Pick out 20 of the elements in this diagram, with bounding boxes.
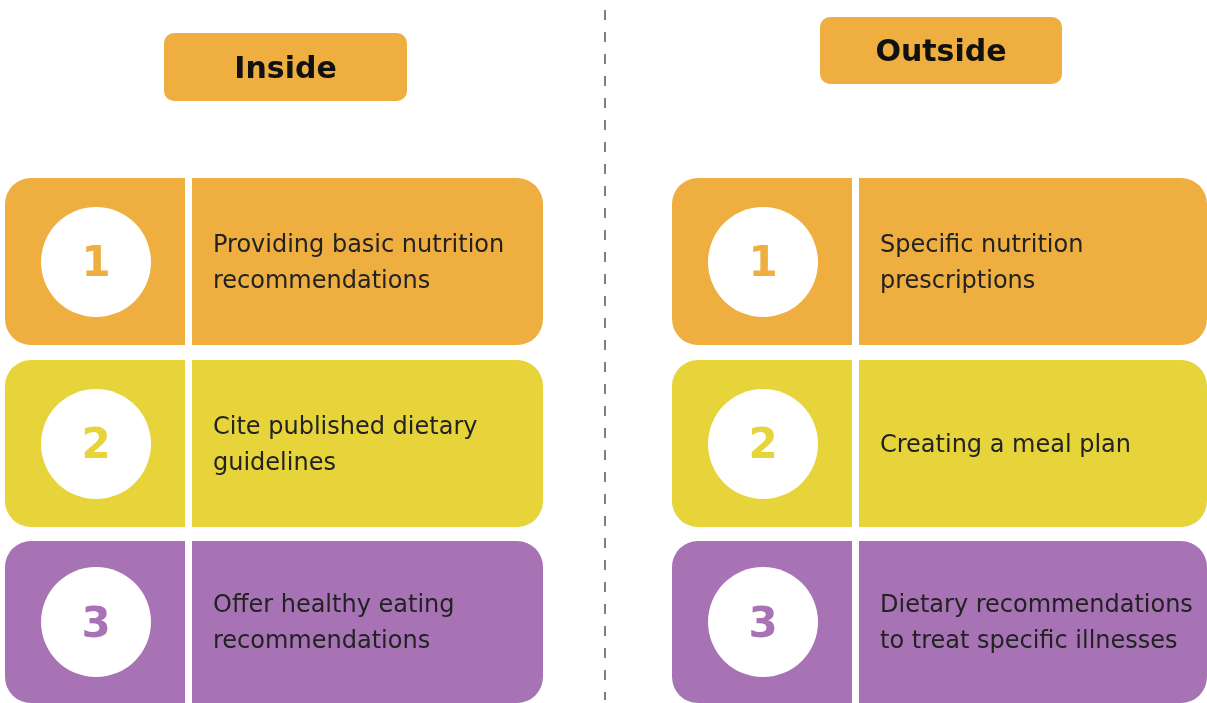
item-text: Dietary recommendations to treat specific illnesses	[880, 589, 1194, 656]
item-text: Creating a meal plan	[880, 428, 1133, 460]
column-heading: Inside	[164, 33, 407, 101]
item-text: Offer healthy eating recommendations	[213, 589, 456, 656]
item-text: Providing basic nutrition recommendations	[213, 228, 506, 296]
item-card	[5, 541, 543, 703]
item-text: Specific nutrition prescriptions	[880, 228, 1085, 296]
item-card	[672, 360, 1207, 527]
column-heading: Outside	[820, 17, 1062, 84]
number-circle: 3	[708, 567, 818, 677]
item-text: Cite published dietary guidelines	[213, 410, 479, 478]
item-card	[5, 178, 543, 345]
number-circle: 3	[41, 567, 151, 677]
number-circle: 1	[708, 206, 818, 317]
number-circle: 1	[41, 206, 151, 317]
item-card	[5, 360, 543, 527]
item-card	[672, 541, 1207, 703]
number-circle: 2	[708, 388, 818, 499]
item-card	[672, 178, 1207, 345]
number-circle: 2	[41, 388, 151, 499]
